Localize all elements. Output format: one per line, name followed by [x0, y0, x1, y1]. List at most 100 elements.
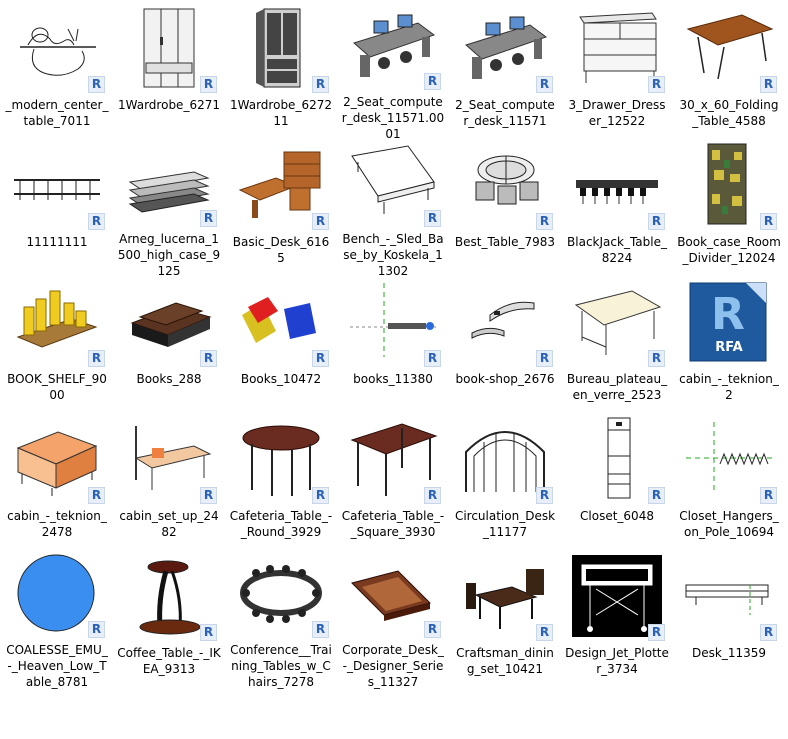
- file-thumbnail[interactable]: R: [345, 279, 441, 367]
- revit-family-badge-icon: R: [424, 73, 441, 90]
- file-item[interactable]: R _modern_center_table_7011: [1, 5, 113, 142]
- conference-table-icon: [236, 553, 326, 638]
- file-thumbnail[interactable]: R: [345, 5, 441, 90]
- file-name-label: 30_x_60_Folding_Table_4588: [679, 98, 779, 128]
- revit-family-badge-icon: R: [424, 210, 441, 227]
- file-item[interactable]: R Desk_11359: [673, 553, 785, 690]
- file-thumbnail[interactable]: R: [681, 416, 777, 504]
- file-thumbnail[interactable]: R: [9, 416, 105, 504]
- file-thumbnail[interactable]: R: [233, 142, 329, 230]
- rfa-label: RFA: [715, 340, 743, 355]
- file-name-label: BlackJack_Table_8224: [567, 235, 667, 265]
- svg-text:R: R: [711, 289, 745, 340]
- file-thumbnail[interactable]: R: [121, 279, 217, 367]
- closet-icon: [572, 417, 662, 503]
- revit-family-badge-icon: R: [88, 76, 105, 93]
- books-dark-icon: [124, 281, 214, 366]
- file-item[interactable]: R 30_x_60_Folding_Table_4588: [673, 5, 785, 142]
- file-thumbnail[interactable]: R: [9, 5, 105, 93]
- revit-family-badge-icon: R: [648, 76, 665, 93]
- file-thumbnail[interactable]: R: [457, 416, 553, 504]
- book-shelf-icon: [12, 281, 102, 366]
- file-thumbnail[interactable]: R: [681, 5, 777, 93]
- revit-family-badge-icon: R: [424, 487, 441, 504]
- file-thumbnail[interactable]: R: [121, 416, 217, 504]
- file-thumbnail[interactable]: R: [233, 416, 329, 504]
- revit-family-badge-icon: R: [312, 621, 329, 638]
- revit-family-badge-icon: R: [648, 624, 665, 641]
- revit-family-badge-icon: R: [760, 624, 777, 641]
- file-thumbnail[interactable]: R: [9, 279, 105, 367]
- file-thumbnail[interactable]: R: [121, 553, 217, 641]
- file-thumbnail[interactable]: R: [121, 142, 217, 227]
- file-item[interactable]: R Closet_Hangers_on_Pole_10694: [673, 416, 785, 553]
- file-thumbnail[interactable]: R: [681, 142, 777, 230]
- file-name-label: Desk_11359: [692, 646, 766, 660]
- file-item[interactable]: R 1Wardrobe_627211: [225, 5, 337, 142]
- revit-family-badge-icon: R: [536, 76, 553, 93]
- file-name-label: Closet_Hangers_on_Pole_10694: [679, 509, 779, 539]
- file-name-label: Bureau_plateau_en_verre_2523: [566, 372, 668, 402]
- file-thumbnail[interactable]: R: [233, 5, 329, 93]
- round-cafe-table-icon: [236, 418, 326, 503]
- modern-center-table-icon: [12, 7, 102, 92]
- file-thumbnail[interactable]: R: [345, 553, 441, 638]
- file-thumbnail[interactable]: R: [569, 416, 665, 504]
- cabin-orange-icon: [12, 418, 102, 503]
- file-thumbnail[interactable]: R: [457, 553, 553, 641]
- round-table-set-icon: [460, 144, 550, 229]
- file-thumbnail[interactable]: R: [569, 142, 665, 230]
- file-name-label: _modern_center_table_7011: [5, 98, 109, 128]
- file-thumbnail[interactable]: R: [233, 279, 329, 367]
- file-thumbnail[interactable]: R: [121, 5, 217, 93]
- file-thumbnail[interactable]: R: [9, 142, 105, 230]
- file-item[interactable]: R BlackJack_Table_8224: [561, 142, 673, 279]
- blackjack-table-icon: [572, 144, 662, 229]
- file-thumbnail[interactable]: R: [233, 553, 329, 638]
- revit-family-badge-icon: R: [312, 487, 329, 504]
- file-thumbnail[interactable]: R: [457, 142, 553, 230]
- file-thumbnail[interactable]: R: [569, 5, 665, 93]
- file-thumbnail[interactable]: R: [457, 5, 553, 93]
- file-thumbnail[interactable]: R: [345, 416, 441, 504]
- file-thumbnail[interactable]: R: [681, 553, 777, 641]
- file-thumbnail[interactable]: R: [345, 142, 441, 227]
- file-name-label: 1Wardrobe_627211: [230, 98, 332, 128]
- file-item[interactable]: R Bureau_plateau_en_verre_2523: [561, 279, 673, 416]
- revit-family-badge-icon: R: [200, 350, 217, 367]
- file-thumbnail[interactable]: R: [569, 279, 665, 367]
- file-thumbnail[interactable]: R: [457, 279, 553, 367]
- file-thumbnail[interactable]: R: [9, 553, 105, 638]
- file-name-label: books_11380: [353, 372, 433, 386]
- file-thumbnail[interactable]: R: [569, 553, 665, 641]
